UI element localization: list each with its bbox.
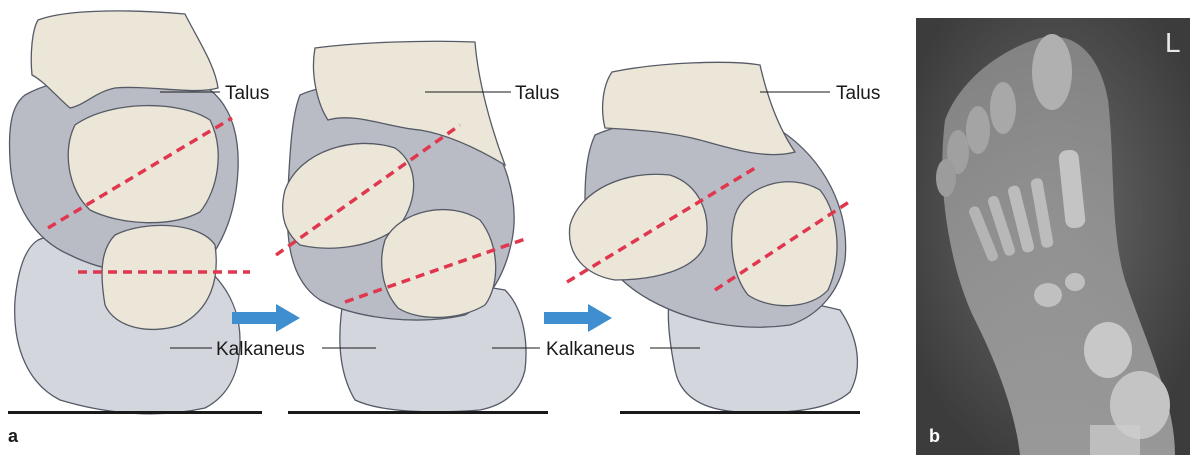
calcaneus-facet-stage-2 [382,210,496,318]
ground-line-stage-3 [620,411,860,414]
toe-5 [936,159,956,197]
panel-a-letter: a [8,426,19,446]
progression-arrow-2 [544,304,612,332]
ground-line-stage-2 [288,411,548,414]
talus-label-1: Talus [225,83,269,104]
side-marker: L [1165,27,1181,58]
cuneiform [1065,273,1085,291]
stage-3-bones [567,62,860,414]
cuboid [1034,283,1062,307]
progression-arrow-1 [232,304,300,332]
panel-b-letter: b [929,426,940,446]
toe-2 [990,82,1016,134]
calcaneus-label-1: Kalkaneus [216,339,305,360]
stage-2-bones [276,41,548,414]
xray-panel: L b [916,18,1190,455]
calcaneus-label-2: Kalkaneus [546,339,635,360]
talus-xray [1084,322,1132,378]
ground-line-stage-1 [8,411,262,414]
talus-label-3: Talus [836,83,880,104]
toe-1 [1032,34,1072,110]
talus-label-2: Talus [515,83,559,104]
talus-head-stage-1 [68,106,218,223]
toe-3 [966,106,990,154]
distal-tibia [1090,425,1140,455]
